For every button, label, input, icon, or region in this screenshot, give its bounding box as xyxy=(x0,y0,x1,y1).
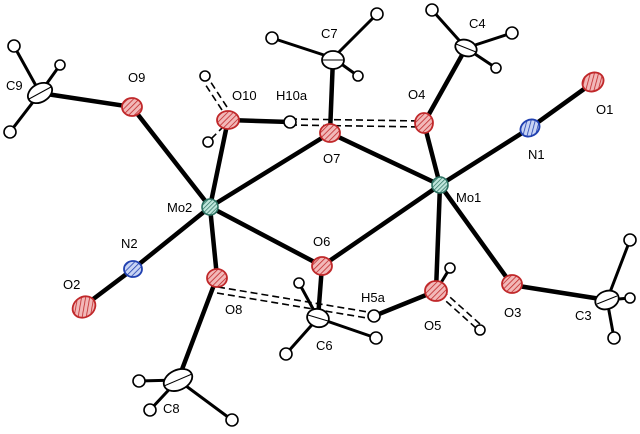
label-o3: O3 xyxy=(504,305,521,320)
bond-o7-mo1 xyxy=(327,130,443,188)
bonds xyxy=(37,45,610,383)
molybdenum-atoms xyxy=(201,176,449,216)
label-n1: N1 xyxy=(528,147,545,162)
label-c3: C3 xyxy=(575,308,592,323)
atom-o1 xyxy=(581,71,605,93)
label-o7: O7 xyxy=(323,151,340,166)
bond-o8-c8 xyxy=(175,274,220,383)
label-h10a: H10a xyxy=(276,88,308,103)
label-o1: O1 xyxy=(596,102,613,117)
atom-o4 xyxy=(414,112,434,134)
atom-o5 xyxy=(424,280,448,302)
bond-mo2-o10 xyxy=(207,117,231,210)
atom-c4 xyxy=(454,38,478,58)
atom-mo2 xyxy=(201,198,219,216)
label-mo2: Mo2 xyxy=(167,200,192,215)
nitrogen-atoms xyxy=(123,118,541,278)
atom-n2 xyxy=(123,260,143,278)
bond-o9-c9 xyxy=(37,90,135,110)
atom-c7 xyxy=(321,50,345,70)
hbond-o10-h2 xyxy=(207,125,225,143)
atom-o10 xyxy=(216,110,240,130)
bond-mo2-o9 xyxy=(129,104,213,210)
label-o6: O6 xyxy=(313,234,330,249)
bond-o6-mo1 xyxy=(319,182,443,269)
atom-o8 xyxy=(206,268,228,288)
hbond-o5-h-b xyxy=(441,289,481,325)
label-o10: O10 xyxy=(232,88,257,103)
label-o9: O9 xyxy=(128,70,145,85)
atom-n1 xyxy=(519,118,541,138)
bond-o4-c4 xyxy=(421,45,469,126)
label-o4: O4 xyxy=(408,87,425,102)
atom-o7 xyxy=(319,123,341,143)
hbond-o8-h5a-b xyxy=(216,292,374,320)
hbond-o10-h-a xyxy=(204,83,223,111)
bond-mo2-n2 xyxy=(130,204,213,272)
atom-mo1 xyxy=(431,176,449,194)
label-o8: O8 xyxy=(225,302,242,317)
label-mo1: Mo1 xyxy=(456,190,481,205)
bond-o3-c3 xyxy=(509,282,610,303)
carbon-atoms xyxy=(26,38,620,392)
oxygen-atoms xyxy=(71,71,605,319)
bond-o7-c7 xyxy=(327,55,336,136)
label-o2: O2 xyxy=(63,277,80,292)
label-n2: N2 xyxy=(121,236,138,251)
atom-c3 xyxy=(594,289,620,311)
bond-mo1-o3 xyxy=(437,182,515,288)
ch-bonds xyxy=(8,8,632,422)
bond-mo2-o8 xyxy=(207,204,220,280)
atom-c6 xyxy=(306,307,330,329)
atom-o2 xyxy=(71,295,97,319)
atom-c9 xyxy=(26,81,54,105)
hbond-o8-h5a-a xyxy=(217,286,375,314)
bond-mo2-o7 xyxy=(207,130,333,210)
hbond-h10a-o4-b xyxy=(289,124,425,128)
label-c9: C9 xyxy=(6,78,23,93)
label-h5a: H5a xyxy=(361,290,386,305)
label-o5: O5 xyxy=(424,318,441,333)
label-c4: C4 xyxy=(469,16,486,31)
label-c8: C8 xyxy=(163,401,180,416)
hbond-o10-h-b xyxy=(209,80,228,108)
atom-o6 xyxy=(311,256,333,276)
label-c7: C7 xyxy=(321,26,338,41)
hbond-h10a-o4-a xyxy=(289,118,425,122)
atom-c8 xyxy=(162,368,194,392)
bond-n1-o1 xyxy=(527,81,594,131)
hbond-o5-h-a xyxy=(437,293,477,329)
atom-o3 xyxy=(501,274,523,294)
bond-mo1-n1 xyxy=(437,125,533,188)
atom-o9 xyxy=(121,97,143,117)
bond-mo1-o5 xyxy=(433,182,443,294)
bond-mo2-o6 xyxy=(207,204,325,269)
hydrogen-bonds xyxy=(204,80,481,329)
hydrogen-atoms xyxy=(3,3,637,427)
atom-labels: C9 O9 O10 H10a C7 C4 O4 N1 O1 O7 Mo1 Mo2… xyxy=(6,16,613,416)
label-c6: C6 xyxy=(316,338,333,353)
